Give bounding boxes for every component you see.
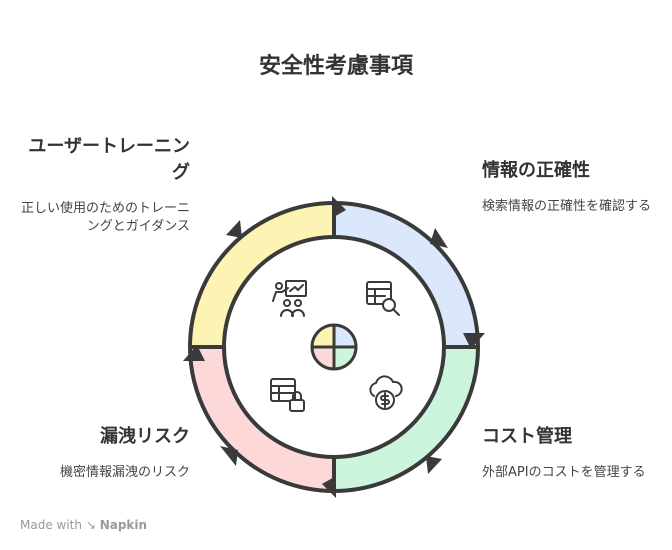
description-cost: 外部APIのコストを管理する xyxy=(482,465,646,480)
arrow-head-right xyxy=(463,333,485,349)
label-accuracy: 情報の正確性 検索情報の正確性を確認する xyxy=(482,158,662,216)
description-accuracy: 検索情報の正確性を確認する xyxy=(482,199,652,214)
arrow-head-bottom-right xyxy=(426,456,442,474)
heading-training: ユーザートレーニング xyxy=(28,136,190,183)
napkin-logo-icon: ↘ xyxy=(85,518,96,532)
search-table-icon xyxy=(366,281,400,316)
footer-brand: Napkin xyxy=(99,518,148,532)
arrow-head-left xyxy=(183,345,205,361)
arrow-head-top xyxy=(332,196,346,218)
segment-accuracy xyxy=(334,203,478,347)
label-training: ユーザートレーニング 正しい使用のためのトレーニングとガイダンス xyxy=(20,134,190,236)
training-icon xyxy=(272,280,307,317)
segment-training xyxy=(190,203,334,347)
description-training: 正しい使用のためのトレーニングとガイダンス xyxy=(20,201,190,234)
arrow-head-bottom-left xyxy=(220,446,238,466)
heading-leak: 漏洩リスク xyxy=(100,426,190,447)
arrow-head-top-right xyxy=(430,228,448,248)
cloud-dollar-icon xyxy=(369,375,403,410)
description-leak: 機密情報漏洩のリスク xyxy=(59,465,190,480)
heading-accuracy: 情報の正確性 xyxy=(482,160,590,181)
locked-table-icon xyxy=(270,378,305,412)
arrow-head-bottom xyxy=(322,476,336,498)
label-cost: コスト管理 外部APIのコストを管理する xyxy=(482,424,662,482)
label-leak: 漏洩リスク 機密情報漏洩のリスク xyxy=(20,424,190,482)
heading-cost: コスト管理 xyxy=(482,426,572,447)
footer-credit: Made with ↘ Napkin xyxy=(20,518,147,532)
center-circle xyxy=(310,323,358,371)
segment-cost xyxy=(334,347,478,491)
diagram-title: 安全性考慮事項 xyxy=(258,54,413,79)
footer-prefix: Made with xyxy=(20,518,82,532)
arrow-head-top-left xyxy=(226,220,242,238)
segment-leak xyxy=(190,347,334,491)
